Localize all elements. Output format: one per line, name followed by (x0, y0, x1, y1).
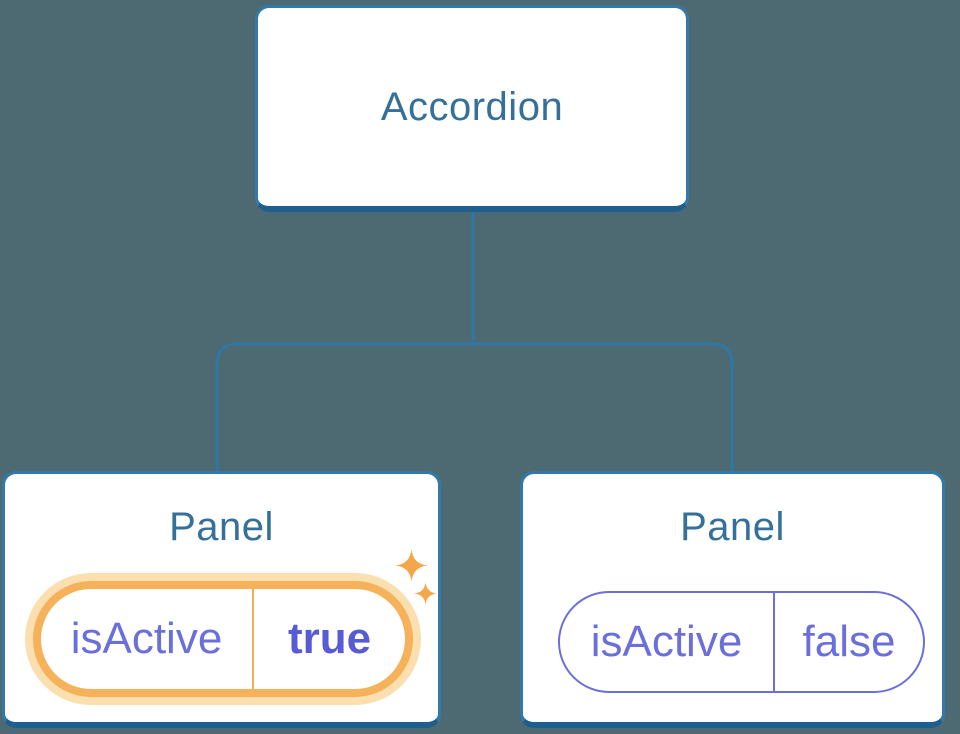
accordion-node-label: Accordion (380, 84, 564, 129)
sparkle-icon (395, 548, 428, 583)
state-key: isActive (560, 593, 775, 691)
state-value: true (287, 614, 372, 663)
state-pill-active: isActive true (33, 581, 413, 697)
connector-branch (215, 342, 734, 472)
state-value: false (802, 617, 896, 666)
panel-node-inactive: Panel isActive false (520, 471, 945, 728)
state-pill-inactive: isActive false (558, 591, 925, 693)
accordion-node: Accordion (255, 5, 689, 212)
panel-node-label: Panel (169, 505, 274, 549)
state-key: isActive (41, 589, 254, 689)
panel-node-label: Panel (680, 505, 785, 549)
panel-node-active: Panel isActive true (2, 471, 441, 728)
sparkle-icon (414, 582, 437, 605)
